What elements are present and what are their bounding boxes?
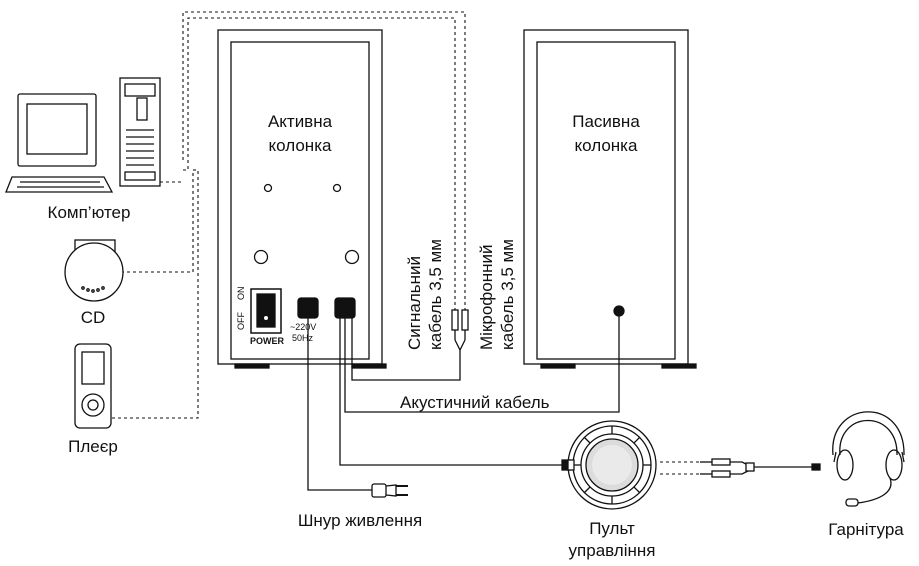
power-label: POWER [250, 336, 285, 346]
switch-off-label: OFF [236, 312, 246, 330]
power-cord-label: Шнур живлення [297, 511, 423, 530]
passive-speaker [523, 29, 697, 369]
remote-label-line1: Пульт [589, 519, 635, 538]
switch-on-label: ON [236, 286, 246, 301]
jack-plugs [351, 309, 469, 381]
power-socket [297, 297, 319, 319]
mic-cable-label-line1: Мікрофонний [477, 244, 496, 351]
computer-label: Комп’ютер [47, 203, 131, 222]
signal-cable-label: Сигнальний кабель 3,5 мм [404, 239, 446, 350]
acoustic-cable-label: Акустичний кабель [400, 393, 550, 412]
speaker-output [334, 297, 356, 319]
passive-speaker-label-line2: колонка [574, 136, 638, 155]
acoustic-cable [344, 316, 620, 413]
power-cord [307, 318, 372, 491]
mp3-player-icon [74, 343, 112, 429]
active-speaker-label-line2: колонка [268, 136, 332, 155]
dashed-lines [112, 11, 700, 475]
remote-control [567, 420, 657, 510]
cd-player-icon [64, 239, 124, 302]
mic-cable-label-line2: кабель 3,5 мм [498, 239, 517, 350]
power-switch [256, 293, 276, 328]
signal-cable-label-line2: кабель 3,5 мм [426, 239, 445, 350]
computer-icon [5, 77, 161, 193]
remote-label-line2: управління [568, 541, 656, 560]
headset-plugs [700, 458, 821, 478]
signal-cable-label-line1: Сигнальний [405, 256, 424, 350]
passive-speaker-label-line1: Пасивна [572, 112, 640, 131]
mic-cable-label: Мікрофонний кабель 3,5 мм [476, 239, 518, 350]
passive-speaker-label: Пасивна колонка [572, 110, 640, 158]
remote-label: Пульт управління [569, 518, 656, 562]
active-speaker-label-line1: Активна [267, 112, 333, 131]
remote-cable [339, 318, 568, 466]
frequency-label: 50Hz [292, 333, 314, 343]
headset-icon [832, 411, 905, 507]
active-speaker-label: Активна колонка [268, 110, 332, 158]
player-label: Плеєр [68, 437, 118, 456]
cd-label: CD [80, 308, 106, 327]
active-speaker [217, 29, 387, 369]
plug-icon [371, 483, 408, 498]
voltage-label: ~220V [290, 322, 317, 332]
headset-label: Гарнітура [828, 520, 904, 539]
